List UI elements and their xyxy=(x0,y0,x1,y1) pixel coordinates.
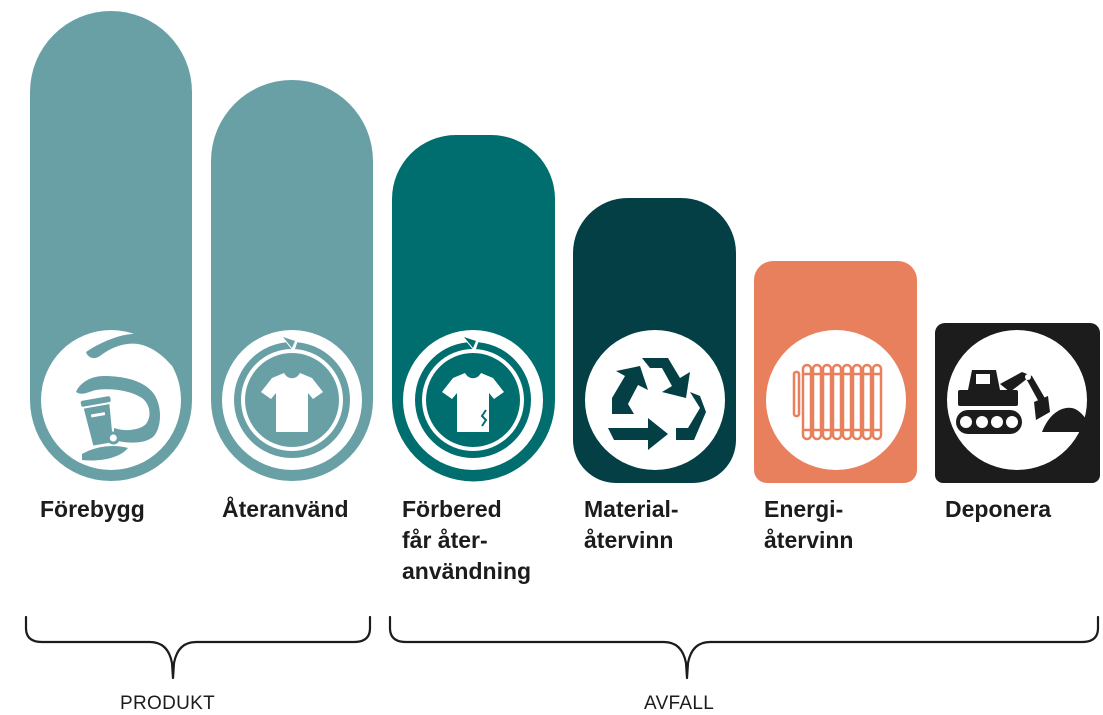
group-label-avfall: AVFALL xyxy=(644,693,715,714)
step-label-line: Material- xyxy=(584,496,679,522)
radiator-icon xyxy=(766,330,906,470)
step-label-line: återvinn xyxy=(764,527,854,553)
group-label-produkt: PRODUKT xyxy=(120,693,215,714)
tshirt-reuse-icon xyxy=(222,330,362,470)
brace-avfall xyxy=(388,615,1100,680)
step-label-line: Förbered xyxy=(402,496,502,522)
tshirt-repair-icon xyxy=(403,330,543,470)
step-label-ateranvand: Återanvänd xyxy=(222,494,349,525)
step-label-line: återvinn xyxy=(584,527,674,553)
step-label-forbered: Förbered får åter- användning xyxy=(402,494,531,587)
step-label-line: användning xyxy=(402,558,532,584)
step-label-line: får åter- xyxy=(402,527,488,553)
step-label-line: Deponera xyxy=(945,496,1052,522)
step-label-line: Förebygg xyxy=(40,496,145,522)
recycle-icon xyxy=(585,330,725,470)
hand-holding-trash-bin-icon xyxy=(41,330,181,470)
step-label-materialatervinn: Material- återvinn xyxy=(584,494,679,556)
step-label-deponera: Deponera xyxy=(945,494,1051,525)
step-label-energiatervinn: Energi- återvinn xyxy=(764,494,853,556)
brace-produkt xyxy=(24,615,372,680)
excavator-icon xyxy=(947,330,1092,470)
step-label-line: Energi- xyxy=(764,496,844,522)
step-label-line: Återanvänd xyxy=(222,496,349,522)
step-label-forebygg: Förebygg xyxy=(40,494,145,525)
